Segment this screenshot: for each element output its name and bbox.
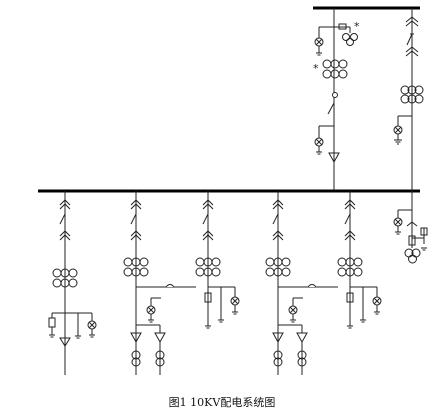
- indicator-lamp-icon: [146, 305, 156, 315]
- current-transformer-icon: [195, 257, 221, 277]
- feeder-1: [48, 191, 97, 375]
- voltage-transformer-icon: [404, 248, 421, 264]
- arrester-icon: [130, 332, 142, 344]
- disconnect-switch-icon: [406, 33, 414, 46]
- indicator-lamp-icon: [314, 37, 324, 47]
- pt-cabinet: [393, 191, 428, 264]
- star-mark-icon: *: [313, 62, 319, 75]
- ground-icon: [394, 134, 402, 145]
- fuse-icon: [204, 292, 212, 303]
- cable-head-icon: [405, 16, 419, 27]
- disconnect-switch-icon: [344, 213, 351, 225]
- fuse-icon: [420, 227, 428, 236]
- disconnect-switch-icon: [272, 213, 279, 225]
- fuse-icon: [338, 23, 347, 30]
- cable-head-icon: [405, 46, 419, 57]
- current-transformer-icon: [265, 257, 291, 277]
- feeder-2: [123, 191, 196, 375]
- cable-head-icon: [406, 221, 418, 227]
- feeder-5: [337, 191, 382, 329]
- arrester-icon: [272, 332, 284, 344]
- current-transformer-icon: [52, 268, 78, 288]
- current-transformer-icon: [131, 350, 141, 360]
- indicator-lamp-icon: [288, 305, 298, 315]
- arrester-icon: [296, 332, 308, 344]
- disconnect-switch-icon: [202, 213, 209, 225]
- arrester-icon: [328, 152, 340, 164]
- star-mark-icon: *: [354, 20, 360, 33]
- current-transformer-icon: [273, 350, 283, 360]
- arrester-icon: [154, 332, 166, 344]
- indicator-lamp-icon: [393, 125, 403, 135]
- disconnect-switch-icon: [59, 213, 66, 225]
- indicator-lamp-icon: [314, 137, 324, 147]
- fuse-icon: [48, 317, 56, 328]
- indicator-lamp-icon: [87, 320, 97, 330]
- indicator-lamp-icon: [230, 296, 240, 306]
- current-transformer-icon: [123, 257, 149, 277]
- current-transformer-icon: [337, 257, 363, 277]
- transformer-bay: * *: [313, 8, 360, 190]
- current-transformer-icon: [400, 85, 424, 104]
- current-transformer-icon: [322, 59, 348, 79]
- feeder-4: [265, 191, 338, 375]
- figure-caption: 图1 10KV配电系统图: [168, 396, 276, 409]
- incoming-bay: [393, 8, 424, 191]
- arrester-icon: [59, 337, 71, 347]
- indicator-lamp-icon: [372, 296, 382, 306]
- disconnect-switch-icon: [130, 213, 137, 225]
- indicator-lamp-icon: [393, 217, 403, 227]
- fuse-icon: [346, 292, 354, 303]
- fuse-icon: [408, 235, 416, 246]
- voltage-transformer-icon: [342, 33, 358, 46]
- feeder-3: [195, 191, 240, 329]
- indicator-lamp-icon: [332, 92, 338, 98]
- disconnect-switch-icon: [327, 102, 335, 115]
